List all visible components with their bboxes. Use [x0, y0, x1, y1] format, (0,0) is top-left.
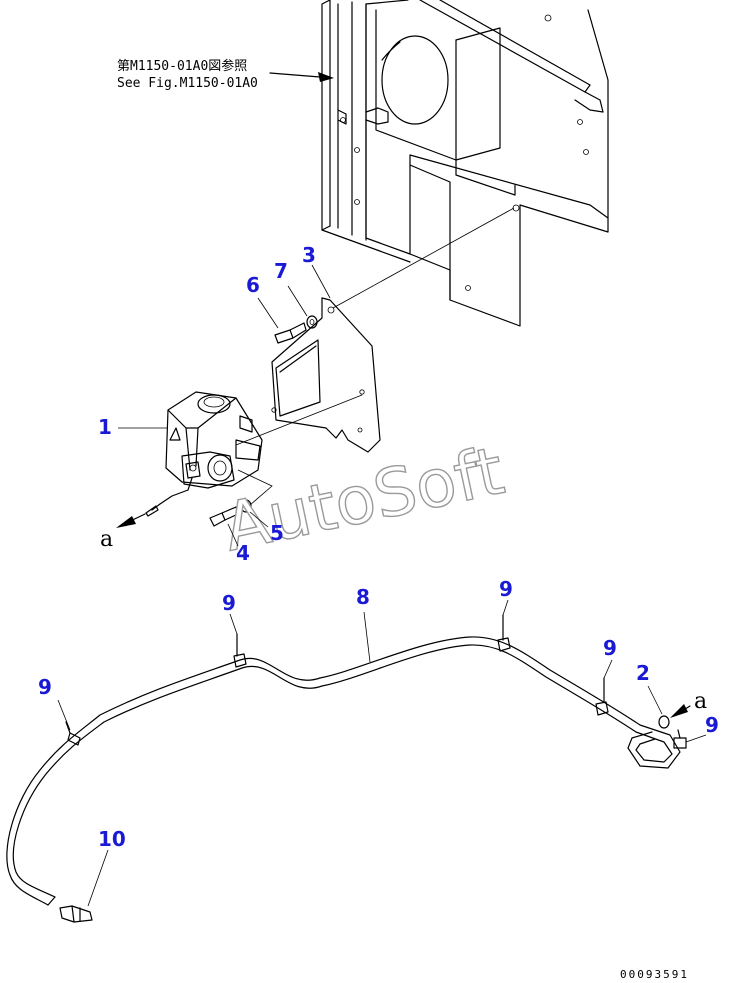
leader-lines: [57, 264, 707, 907]
reference-note-jp: 第M1150-01A0図参照: [117, 58, 247, 74]
reference-arrow-head: [318, 72, 334, 82]
callout-9-upper-left: 9: [222, 591, 236, 615]
washer-hose: [6, 636, 681, 906]
reference-note: 第M1150-01A0図参照 See Fig.M1150-01A0: [117, 58, 334, 91]
callout-9-upper-right: 9: [499, 577, 513, 601]
washer-nozzle: [59, 905, 93, 923]
reference-note-en: See Fig.M1150-01A0: [117, 76, 258, 91]
callout-8: 8: [356, 585, 370, 609]
connector-label-left: a: [100, 527, 113, 552]
mounting-bracket: [271, 297, 381, 453]
callout-4: 4: [236, 541, 250, 565]
bolt-4: [209, 506, 239, 527]
connector-a-right-arrow-head: [670, 704, 688, 718]
connector-label-right: a: [694, 689, 707, 714]
hose-clamp: [497, 614, 511, 652]
tank-mount-line: [237, 469, 273, 506]
tank-to-bracket-line: [235, 394, 363, 446]
bolt-6: [274, 322, 307, 344]
callout-6: 6: [246, 273, 260, 297]
washer-tank: [145, 391, 263, 517]
callout-9-left: 9: [38, 675, 52, 699]
washer-7: [306, 315, 318, 329]
grommet-2: [658, 715, 670, 729]
callout-9-far-right: 9: [705, 713, 719, 737]
bracket-to-frame-line: [332, 207, 515, 309]
cab-frame-structure: [321, 0, 609, 327]
callout-numbers: 1 2 3 4 5 6 7 8 9 9 9 9 9 10: [38, 243, 719, 851]
hose-clamp: [233, 633, 247, 668]
washer-5: [240, 499, 252, 513]
callout-2: 2: [636, 661, 650, 685]
hose-clamp: [595, 677, 609, 716]
hose-clamp: [673, 729, 687, 749]
callout-5: 5: [270, 521, 284, 545]
reference-arrow-line: [269, 72, 321, 78]
callout-10: 10: [98, 827, 126, 851]
callout-3: 3: [302, 243, 316, 267]
callout-9-right: 9: [603, 636, 617, 660]
connector-a-arrow-head: [116, 516, 136, 528]
callout-7: 7: [274, 259, 288, 283]
document-number: 00093591: [620, 968, 689, 981]
hose-clamp: [65, 721, 81, 746]
callout-1: 1: [98, 415, 112, 439]
